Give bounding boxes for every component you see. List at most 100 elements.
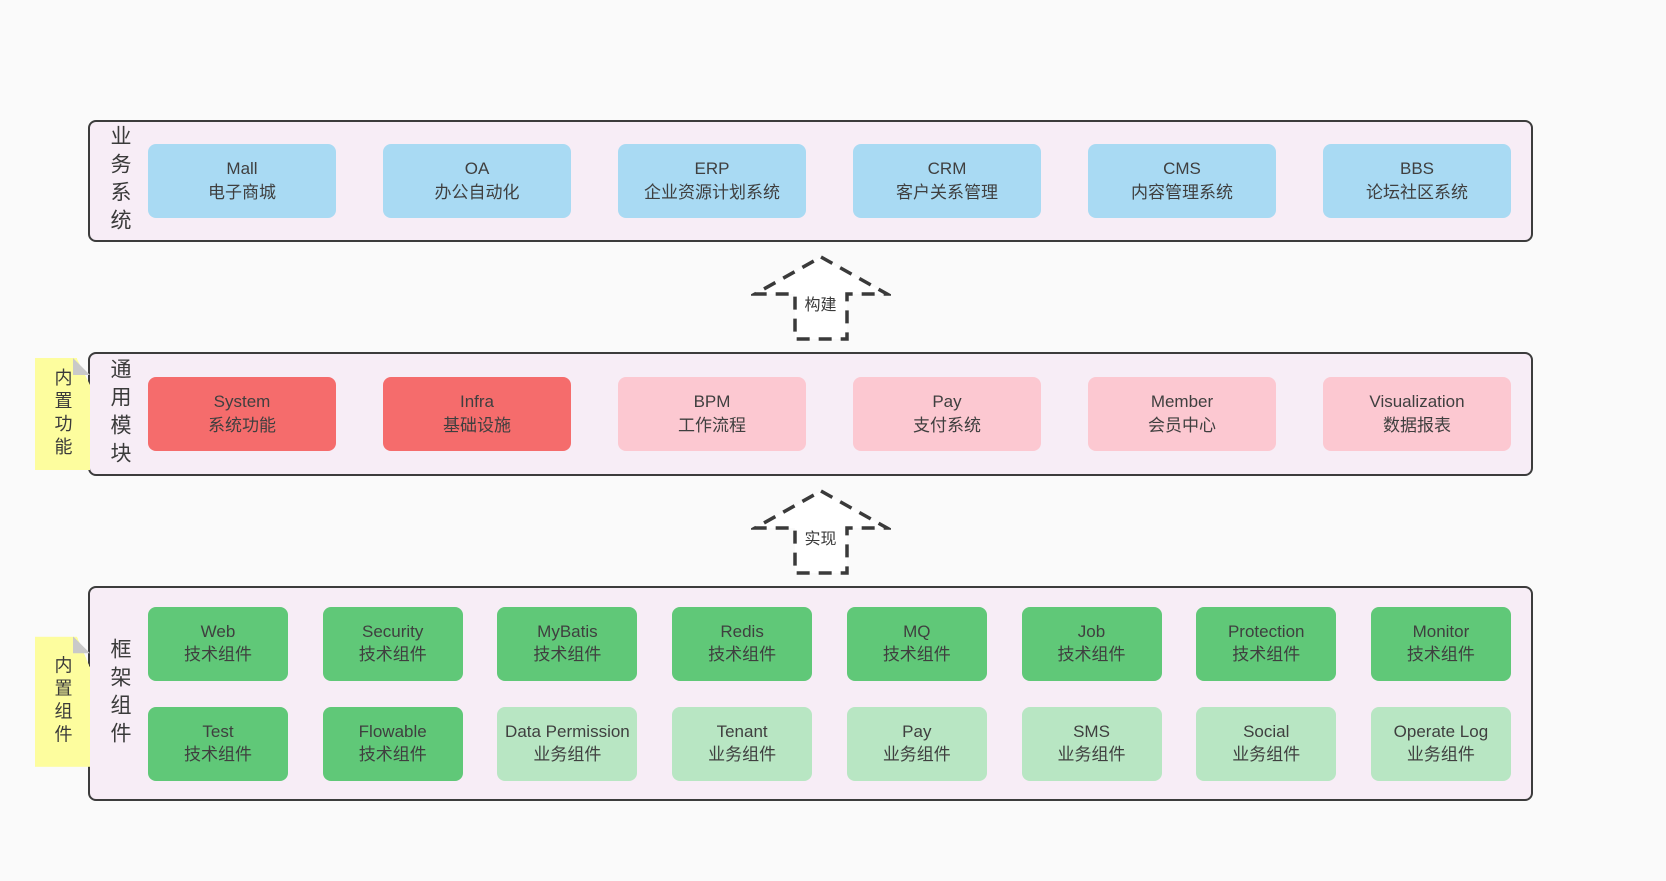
- module-name: Test: [202, 722, 234, 742]
- module-desc: 技术组件: [533, 644, 602, 664]
- module-name: Mall: [226, 159, 258, 179]
- block-arrow-up-icon: [750, 254, 891, 341]
- layer-title-business-systems: 业务系统: [108, 125, 131, 237]
- module-name: Operate Log: [1393, 722, 1489, 742]
- arrow-implement-label: 实现: [804, 531, 837, 549]
- module-desc: 会员中心: [1148, 416, 1216, 435]
- module-desc: 业务组件: [1057, 744, 1126, 764]
- module-box-infra: Infra 基础设施: [383, 377, 571, 451]
- module-desc: 业务组件: [882, 744, 951, 764]
- module-desc: 技术组件: [1057, 644, 1126, 664]
- module-name: Tenant: [716, 722, 768, 742]
- module-desc: 技术组件: [358, 644, 427, 664]
- module-desc: 技术组件: [184, 644, 252, 664]
- module-desc: 技术组件: [882, 644, 951, 664]
- module-box-system: System 系统功能: [148, 377, 336, 451]
- module-name: Visualization: [1369, 392, 1465, 412]
- module-desc: 系统功能: [208, 416, 276, 435]
- module-name: Data Permission: [505, 722, 630, 742]
- arrow-build: 构建: [750, 254, 891, 342]
- module-desc: 业务组件: [1406, 744, 1475, 764]
- module-box-member: Member 会员中心: [1088, 377, 1276, 451]
- module-desc: 内容管理系统: [1131, 183, 1233, 202]
- module-name: Pay: [902, 722, 932, 742]
- module-name: System: [213, 392, 271, 412]
- layer-title-common-modules: 通用模块: [108, 358, 131, 470]
- module-name: Member: [1150, 392, 1214, 412]
- module-box-oa: OA 办公自动化: [383, 144, 571, 218]
- module-name: ERP: [694, 159, 730, 179]
- module-name: Monitor: [1412, 622, 1470, 642]
- module-name: BPM: [693, 392, 731, 412]
- module-name: CRM: [927, 159, 967, 179]
- module-box-crm: CRM 客户关系管理: [853, 144, 1041, 218]
- folded-corner-icon: [73, 358, 90, 375]
- module-name: Pay: [932, 392, 962, 412]
- module-name: MQ: [903, 622, 931, 642]
- sticky-note-built-in-components: 内置组件: [35, 636, 90, 767]
- module-name: CMS: [1163, 159, 1201, 179]
- module-desc: 技术组件: [184, 744, 252, 764]
- layer-title-framework-components: 框架组件: [108, 637, 131, 750]
- module-name: Social: [1243, 722, 1290, 742]
- module-name: Security: [361, 622, 424, 642]
- module-name: BBS: [1399, 159, 1435, 179]
- arrow-build-label: 构建: [804, 297, 837, 315]
- module-name: Flowable: [358, 722, 427, 742]
- module-box-pay: Pay 支付系统: [853, 377, 1041, 451]
- module-desc: 支付系统: [913, 416, 981, 435]
- sticky-note-text: 内置功能: [52, 368, 73, 460]
- module-name: Redis: [720, 622, 764, 642]
- folded-corner-icon: [73, 636, 90, 654]
- module-desc: 技术组件: [1406, 644, 1475, 664]
- module-desc: 技术组件: [708, 644, 777, 664]
- arrow-implement: 实现: [750, 488, 891, 576]
- module-desc: 数据报表: [1383, 416, 1451, 435]
- module-desc: 基础设施: [443, 416, 511, 435]
- module-desc: 办公自动化: [434, 183, 520, 202]
- module-name: OA: [464, 159, 490, 179]
- module-name: Web: [200, 622, 236, 642]
- module-box-cms: CMS 内容管理系统: [1088, 144, 1276, 218]
- module-desc: 论坛社区系统: [1366, 183, 1468, 202]
- module-desc: 技术组件: [1232, 644, 1301, 664]
- module-desc: 业务组件: [533, 744, 602, 764]
- module-name: Job: [1077, 622, 1106, 642]
- module-desc: 业务组件: [708, 744, 777, 764]
- module-name: Infra: [459, 392, 495, 412]
- module-desc: 客户关系管理: [896, 183, 998, 202]
- sticky-note-built-in-features: 内置功能: [35, 358, 90, 470]
- module-box-bbs: BBS 论坛社区系统: [1323, 144, 1511, 218]
- sticky-note-text: 内置组件: [52, 655, 73, 748]
- module-desc: 企业资源计划系统: [644, 183, 780, 202]
- block-arrow-up-icon: [750, 488, 891, 575]
- module-name: Protection: [1227, 622, 1305, 642]
- module-name: MyBatis: [537, 622, 598, 642]
